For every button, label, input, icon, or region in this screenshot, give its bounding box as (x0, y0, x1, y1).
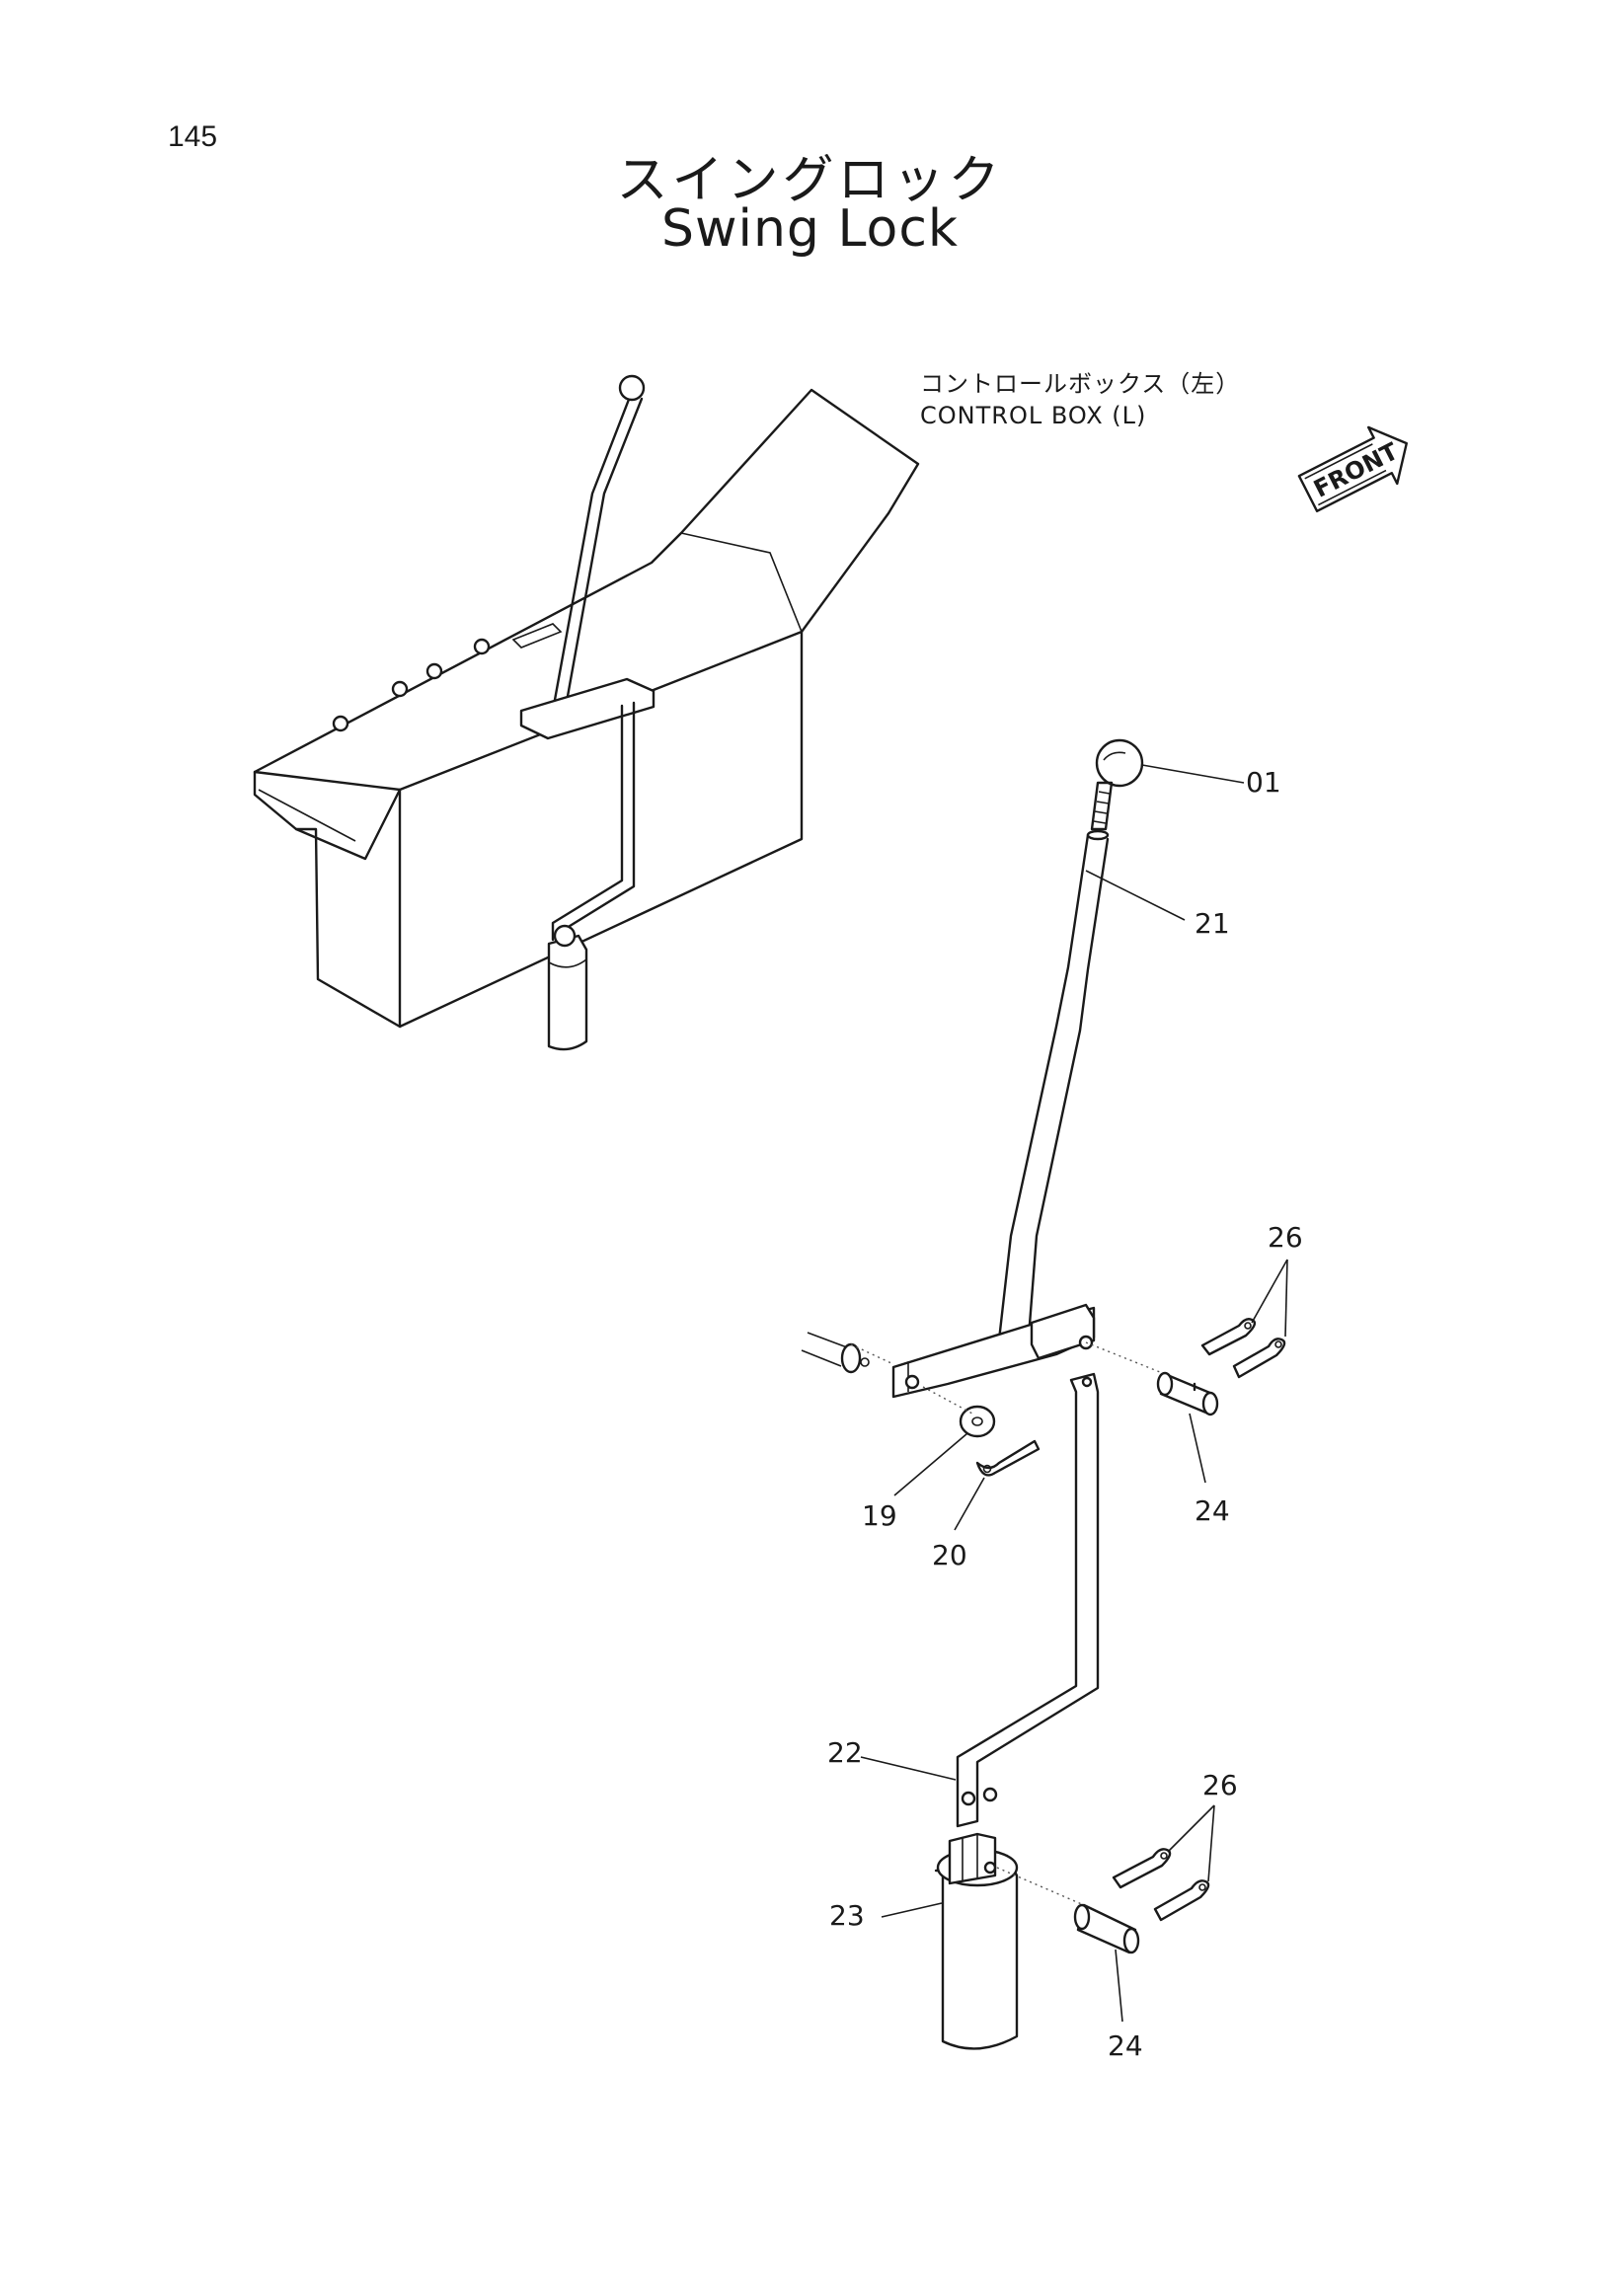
callout-21: 21 (1195, 907, 1230, 940)
callout-19: 19 (862, 1499, 897, 1532)
callout-24-lower: 24 (1108, 2029, 1143, 2062)
page-title-japanese: スイングロック (616, 151, 1004, 210)
page-title-english: Swing Lock (660, 199, 960, 259)
lower-pin-part (996, 1867, 1140, 1954)
leader-lines (860, 764, 1288, 2023)
control-box-assembly (253, 374, 920, 1051)
callout-20: 20 (932, 1539, 967, 1571)
callout-26-lower: 26 (1202, 1769, 1238, 1801)
callout-01: 01 (1246, 766, 1281, 799)
callout-22: 22 (827, 1736, 863, 1769)
control-box-label: コントロールボックス（左） CONTROL BOX (L) (920, 368, 1240, 431)
arrow-icon (1297, 425, 1408, 513)
control-box-label-japanese: コントロールボックス（左） (920, 370, 1241, 398)
upper-bracket (801, 1303, 1096, 1399)
callout-23: 23 (829, 1899, 865, 1932)
callout-labels: 01 21 26 24 19 20 22 26 23 24 (827, 766, 1303, 2062)
washer-part (922, 1386, 996, 1438)
front-marker: FRONT (1297, 425, 1408, 513)
lever-part (995, 829, 1110, 1364)
upper-pin-part (1085, 1341, 1219, 1416)
page-number: 145 (168, 120, 218, 153)
rod-part (956, 1372, 1100, 1828)
cylinder-part (934, 1832, 1019, 2050)
control-box-label-english: CONTROL BOX (L) (920, 402, 1147, 429)
callout-26-upper: 26 (1268, 1221, 1303, 1254)
upper-clips-part (1200, 1318, 1286, 1379)
cotter-pin-part (975, 1439, 1041, 1477)
lower-clips-part (1112, 1848, 1210, 1922)
knob-part (1090, 738, 1144, 831)
callout-24-upper: 24 (1195, 1494, 1230, 1527)
